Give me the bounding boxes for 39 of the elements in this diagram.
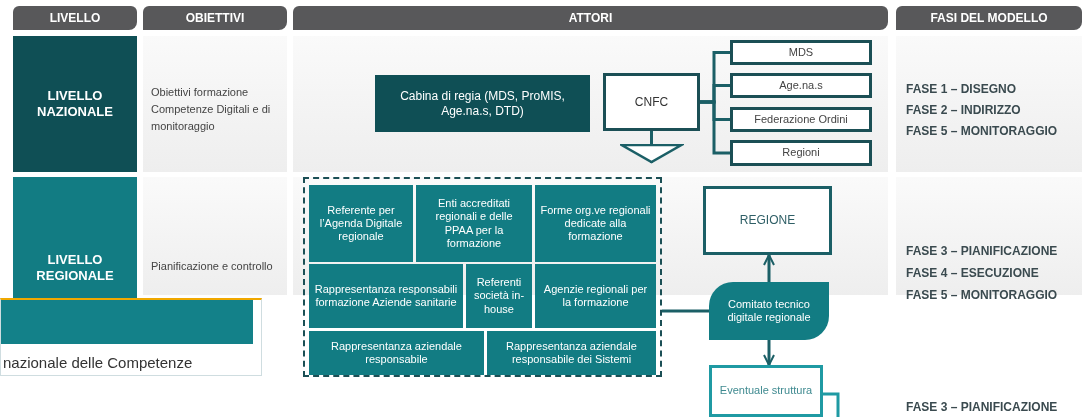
column-header: OBIETTIVI: [143, 6, 287, 30]
level-box: LIVELLO REGIONALE: [13, 177, 137, 298]
phase-label: FASE 5 – MONITORAGGIO: [906, 287, 1059, 304]
actor-cell: Rappresentanza responsabili formazione Aziende sanitarie: [309, 264, 463, 328]
actor-cell: Forme org.ve regionali dedicate alla formazione: [535, 185, 656, 262]
phase-label: FASE 5 – MONITORAGGIO: [906, 123, 1059, 140]
phase-label: FASE 2 – INDIRIZZO: [906, 102, 1022, 119]
level-box: LIVELLO NAZIONALE: [13, 36, 137, 172]
member-box: Age.na.s: [730, 73, 872, 98]
arrow: [763, 340, 775, 366]
actor-cell: Rappresentanza aziendale responsabile dei Sistemi: [487, 331, 656, 375]
process-box: Eventuale struttura: [709, 365, 823, 417]
actor-cell: Rappresentanza aziendale responsabile: [309, 331, 484, 375]
actor-cell: Referenti società in-house: [466, 264, 532, 328]
chevron-arrow: [620, 131, 683, 164]
member-box: Regioni: [730, 140, 872, 166]
phase-label: FASE 3 – PIANIFICAZIONE: [906, 243, 1059, 260]
column-header: LIVELLO: [13, 6, 137, 30]
actor-cell: Referente per l’Agenda Digitale regionale: [309, 185, 413, 262]
objective-text: Obiettivi formazione Competenze Digitali e di monitoraggio: [151, 85, 272, 135]
connector-line: [700, 100, 730, 155]
actor-cell: Enti accreditati regionali e delle PPAA per la formazione: [416, 185, 532, 262]
member-box: Federazione Ordini: [730, 107, 872, 132]
process-box: CNFC: [603, 73, 700, 131]
phase-label: FASE 3 – PIANIFICAZIONE: [906, 399, 1059, 416]
popup-panel: nazionale delle Competenze: [0, 298, 262, 376]
column-header: ATTORI: [293, 6, 888, 30]
column-header: FASI DEL MODELLO: [896, 6, 1082, 30]
member-box: MDS: [730, 40, 872, 65]
arrow: [763, 254, 775, 282]
process-box: REGIONE: [703, 186, 832, 255]
phase-label: FASE 4 – ESECUZIONE: [906, 265, 1040, 282]
connector-line: [662, 309, 709, 313]
process-box: Cabina di regia (MDS, ProMIS, Age.na.s, DTD): [375, 75, 590, 132]
committee-box: Comitato tecnico digitale regionale: [709, 282, 829, 340]
actor-cell: Agenzie regionali per la formazione: [535, 264, 656, 328]
objective-text: Pianificazione e controllo: [151, 259, 274, 274]
phase-label: FASE 1 – DISEGNO: [906, 81, 1018, 98]
dashed-group: [303, 177, 662, 377]
